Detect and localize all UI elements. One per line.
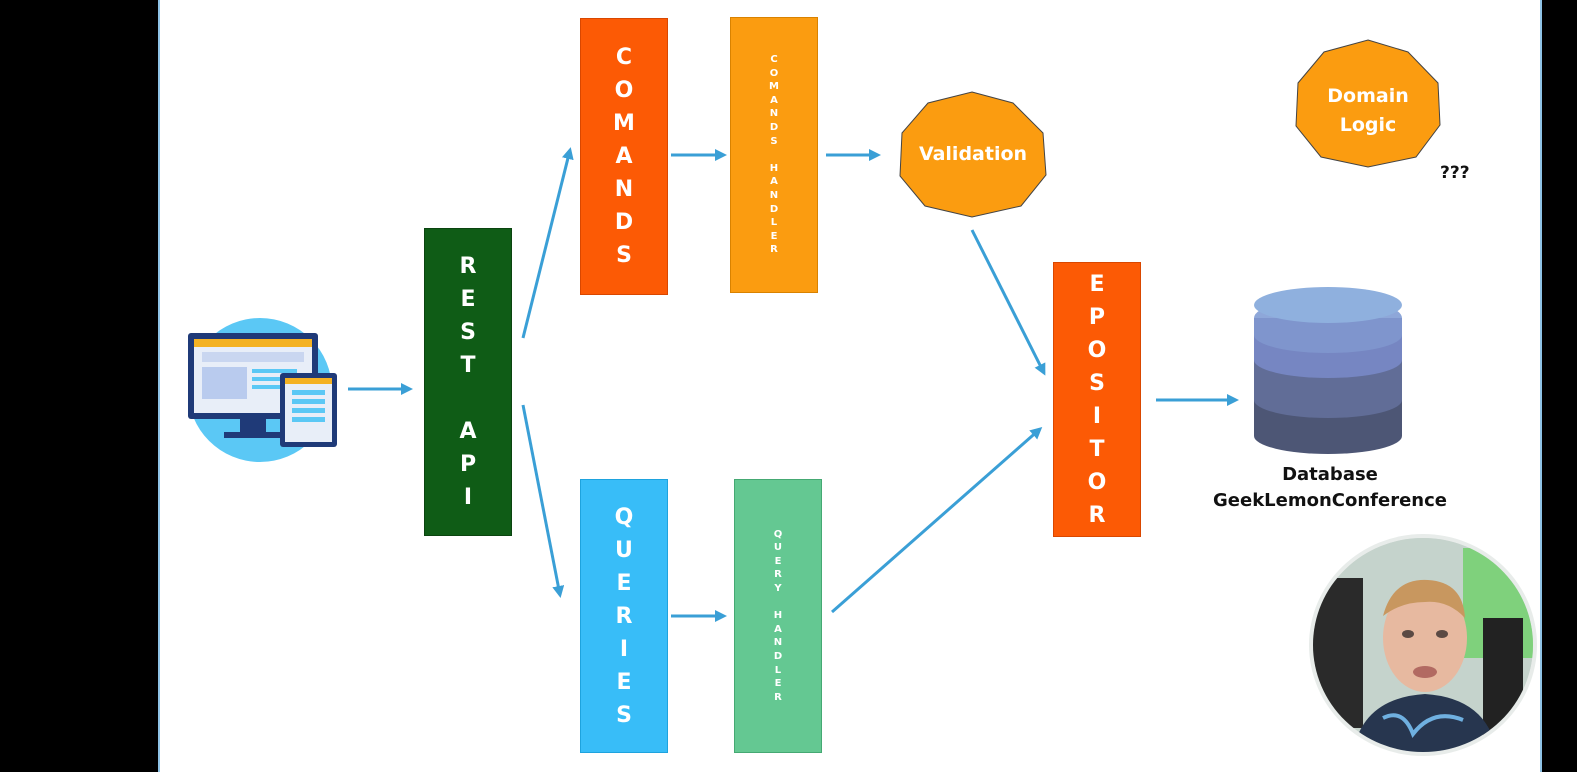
queries-letter: R (615, 603, 633, 629)
comands-letter: M (613, 111, 635, 136)
repository-letter: I (1092, 403, 1102, 429)
comands-handler-letter: H (769, 162, 779, 174)
comands-handler-letter (772, 148, 775, 162)
rest-api-letter: T (460, 353, 476, 378)
query-handler-letter: U (773, 542, 783, 554)
query-handler-letter: N (773, 637, 783, 649)
rest-api-letter: R (459, 254, 477, 279)
query-handler-letter: E (774, 555, 782, 567)
repository-letter: O (1087, 469, 1107, 495)
domain-logic-line2: Logic (1339, 114, 1397, 136)
comands-handler-letter: M (769, 81, 779, 93)
query-handler-letter: E (774, 678, 782, 690)
presenter-image (1313, 538, 1533, 752)
comands-letter: C (615, 45, 633, 70)
comands-handler-letter: R (770, 244, 778, 256)
repository-letter: R (1088, 502, 1106, 528)
queries-letter: S (616, 702, 632, 728)
presenter-webcam (1309, 534, 1537, 756)
query-handler-letter (776, 596, 779, 610)
comands-letter: S (616, 243, 632, 268)
database-cylinder-icon (1254, 287, 1402, 454)
rest-api-letter: E (460, 287, 476, 312)
comands-letter: O (614, 78, 634, 103)
repository-letter: P (1088, 304, 1106, 330)
rest-api-letter (464, 382, 472, 415)
comands-letter: A (615, 144, 633, 169)
comands-handler-letter: A (770, 94, 778, 106)
query-handler-letter: A (774, 623, 782, 635)
client-devices-icon (188, 318, 337, 462)
comands-handler-letter: D (769, 203, 779, 215)
validation-label: Validation (918, 143, 1028, 165)
comands-handler-letter: N (769, 189, 779, 201)
query-handler-letter: D (773, 650, 783, 662)
comands-handler-letter: C (770, 54, 778, 66)
domain-logic-label: Domain Logic (1296, 82, 1440, 140)
repository-letter: R (1088, 238, 1106, 264)
comands-handler-letter: O (769, 67, 779, 79)
query-handler-letter: Y (774, 583, 782, 595)
arrow-rest-to-queries (521, 404, 565, 598)
query-handler-letter: R (774, 569, 782, 581)
arrow-validation-to-repository (970, 229, 1046, 376)
queries-letter: E (616, 669, 632, 695)
domain-logic-shape (1295, 39, 1441, 168)
rest-api-letter: I (463, 485, 473, 510)
query-handler-letter: R (774, 691, 782, 703)
comands-handler-letter: D (769, 122, 779, 134)
rest-api-letter: A (459, 419, 477, 444)
query-handler-letter: Q (773, 528, 783, 540)
database-line1: Database (1282, 464, 1378, 485)
database-line2: GeekLemonConference (1213, 490, 1447, 511)
comands-letter: D (614, 210, 634, 235)
diagram-canvas (188, 39, 1441, 622)
rest-api-letter: P (459, 452, 477, 477)
repository-letter: O (1087, 337, 1107, 363)
comands-handler-letter: E (770, 230, 778, 242)
queries-letter: E (616, 570, 632, 596)
query-handler-letter: H (773, 610, 783, 622)
query-handler-letter: L (774, 664, 782, 676)
repository-letter: E (1089, 271, 1105, 297)
database-label: Database GeekLemonConference (1206, 462, 1454, 514)
comands-letter: N (614, 177, 634, 202)
rest-api-letter: S (460, 320, 476, 345)
arrow-rest-to-comands (521, 147, 574, 339)
question-marks: ??? (1440, 163, 1470, 183)
validation-shape (899, 91, 1047, 218)
queries-letter: Q (614, 504, 634, 530)
arrow-queryhandler-to-repository (831, 427, 1043, 614)
repository-letter: Y (1089, 535, 1105, 561)
domain-logic-line1: Domain (1327, 85, 1409, 107)
comands-handler-letter: A (770, 176, 778, 188)
comands-handler-letter: S (770, 135, 778, 147)
repository-letter: S (1089, 370, 1105, 396)
queries-letter: I (619, 636, 629, 662)
queries-letter: U (615, 537, 633, 563)
comands-handler-letter: N (769, 108, 779, 120)
repository-letter: T (1089, 436, 1105, 462)
comands-handler-letter: L (770, 217, 778, 229)
